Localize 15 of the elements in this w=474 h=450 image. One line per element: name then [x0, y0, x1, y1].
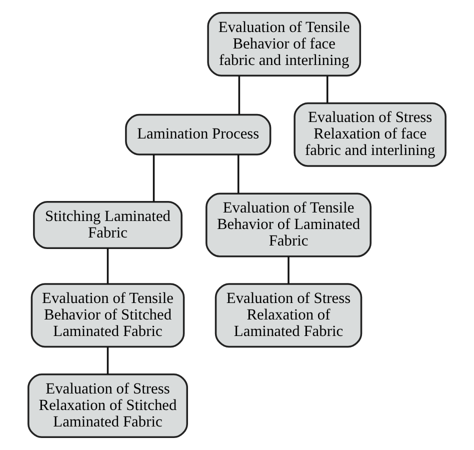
node-box: Evaluation of Stress Relaxation of Laminated Fabric — [214, 283, 362, 348]
node-box: Evaluation of Tensile Behavior of Stitched Laminated Fabric — [30, 283, 185, 348]
node-box: Lamination Process — [125, 114, 272, 156]
connector — [288, 256, 290, 284]
node-box: Stitching Laminated Fabric — [33, 200, 182, 250]
connector — [152, 154, 155, 202]
connector — [238, 154, 240, 194]
node-box: Evaluation of Stress Relaxation of Stitched Laminated Fabric — [28, 373, 188, 438]
connector — [238, 76, 240, 114]
node-box: Evaluation of Tensile Behavior of face fabric and interlining — [207, 12, 362, 77]
connector — [106, 248, 109, 284]
connector — [106, 347, 109, 374]
node-box: Evaluation of Tensile Behavior of Laminated Fabric — [206, 192, 372, 258]
node-box: Evaluation of Stress Relaxation of face fabric and interlining — [294, 102, 446, 167]
connector — [326, 76, 328, 104]
